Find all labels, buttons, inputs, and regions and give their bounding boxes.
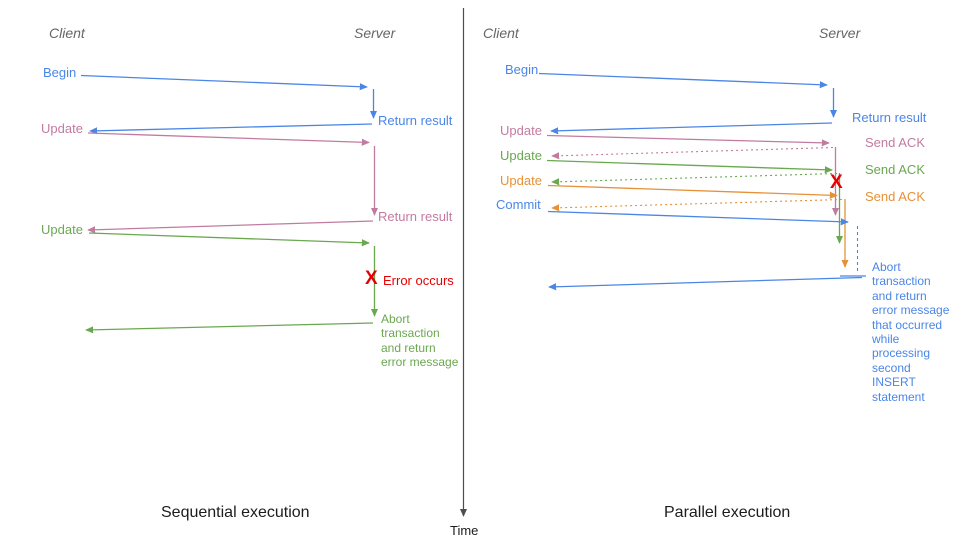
par-send-ack-1-label: Send ACK bbox=[865, 135, 925, 150]
par-update-3-label: Update bbox=[500, 173, 542, 188]
par-return-result-label: Return result bbox=[852, 110, 927, 125]
par-server-header: Server bbox=[819, 25, 861, 41]
par-send-ack-1-arrow bbox=[551, 146, 834, 160]
seq-error-x-icon: X bbox=[365, 268, 378, 289]
par-send-ack-2-arrow bbox=[551, 172, 838, 186]
time-axis-label: Time bbox=[450, 523, 479, 538]
seq-panel-title: Sequential execution bbox=[161, 504, 310, 521]
par-update-3-request-arrow bbox=[547, 184, 838, 199]
seq-update-1-label: Update bbox=[41, 121, 83, 136]
par-update-2-request-arrow bbox=[546, 159, 833, 174]
seq-update-2-request-arrow bbox=[88, 232, 370, 247]
par-abort-return-arrow bbox=[548, 276, 863, 291]
par-update-1-label: Update bbox=[500, 123, 542, 138]
seq-return-result-2-arrow bbox=[87, 220, 374, 234]
seq-return-result-2-label: Return result bbox=[378, 209, 453, 224]
par-return-result-arrow bbox=[550, 122, 833, 135]
seq-return-result-1-arrow bbox=[89, 123, 373, 135]
seq-return-result-1-label: Return result bbox=[378, 113, 453, 128]
seq-update-2-label: Update bbox=[41, 222, 83, 237]
par-update-1-request-arrow bbox=[546, 134, 830, 147]
par-begin-request-arrow bbox=[538, 72, 828, 89]
seq-server-header: Server bbox=[354, 25, 396, 41]
seq-begin-label: Begin bbox=[43, 65, 77, 80]
seq-client-header: Client bbox=[49, 25, 85, 41]
par-commit-request-arrow bbox=[547, 210, 849, 226]
par-client-header: Client bbox=[483, 25, 519, 41]
par-send-ack-3-label: Send ACK bbox=[865, 189, 925, 204]
seq-error-label: Error occurs bbox=[383, 273, 454, 288]
seq-update-1-request-arrow bbox=[87, 132, 370, 146]
par-send-ack-3-arrow bbox=[551, 198, 843, 212]
par-error-x-icon: X bbox=[830, 172, 843, 193]
par-send-ack-2-label: Send ACK bbox=[865, 162, 925, 177]
par-update-2-label: Update bbox=[500, 148, 542, 163]
par-commit-label: Commit bbox=[496, 197, 541, 212]
seq-abort-note: Abort transaction and return error messa… bbox=[381, 312, 459, 370]
seq-abort-return-arrow bbox=[85, 322, 374, 334]
par-panel-title: Parallel execution bbox=[664, 504, 791, 521]
seq-begin-request-arrow bbox=[80, 74, 368, 91]
par-begin-label: Begin bbox=[505, 62, 539, 77]
par-abort-note: Abort transaction and return error messa… bbox=[872, 260, 950, 404]
